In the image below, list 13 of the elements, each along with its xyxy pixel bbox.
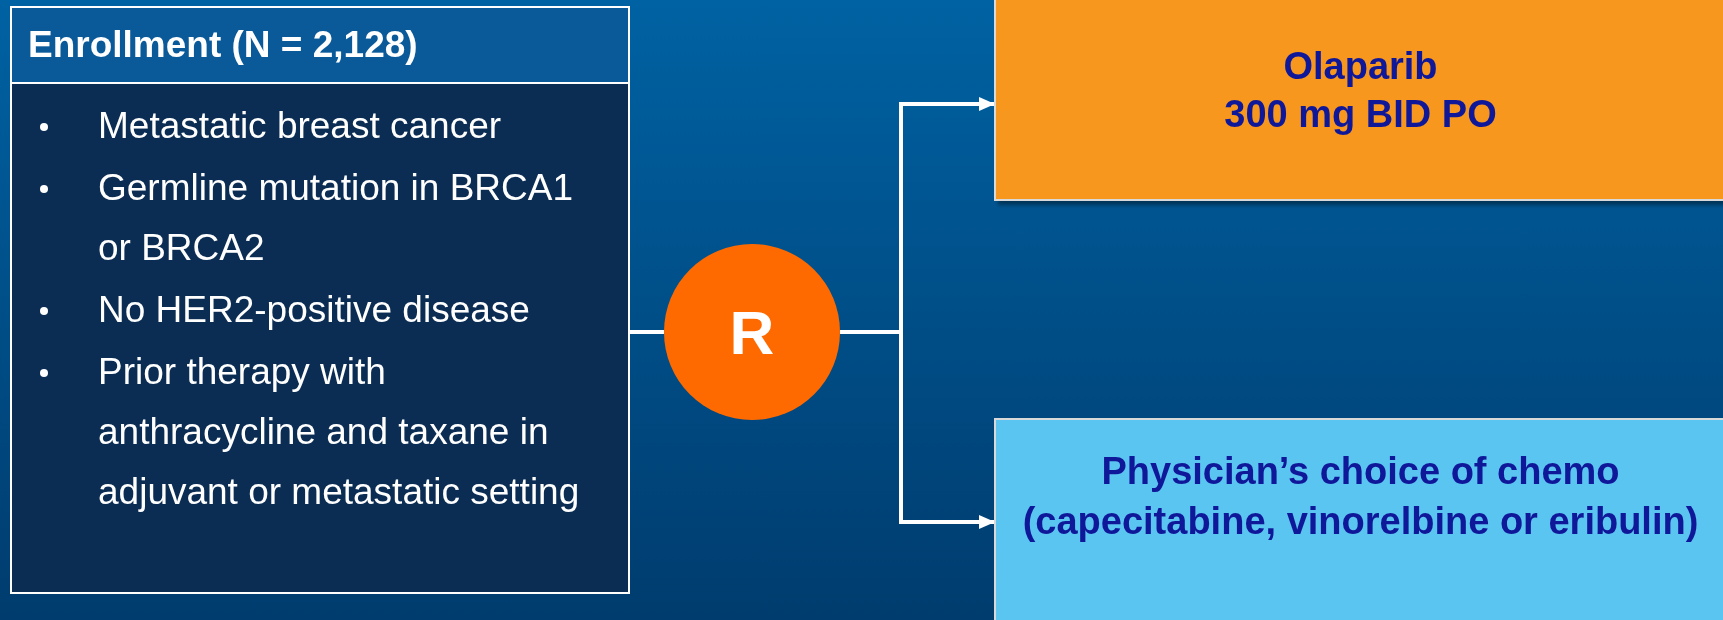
enrollment-box	[10, 6, 630, 594]
box-heading: Enrollment (N = 2,128)	[28, 23, 418, 68]
criterion-text: Germline mutation in BRCA1 or BRCA2	[98, 166, 575, 270]
criterion-text: Prior therapy with anthracycline and taxane in adjuvant or metastatic setting	[98, 350, 581, 514]
arrow	[840, 330, 995, 529]
arm-text: 300 mg BID PO	[1224, 92, 1497, 137]
arm-box	[994, 418, 1723, 620]
arm-box	[994, 0, 1723, 201]
connector-line	[630, 330, 664, 334]
arm-text: Physician’s choice of chemo (capecitabine, vinorelbine or eribulin)	[1021, 449, 1700, 544]
arm-text: Olaparib	[1283, 44, 1438, 89]
criterion-text: Metastatic breast cancer	[98, 104, 503, 148]
criterion-text: No HER2-positive disease	[98, 288, 531, 332]
